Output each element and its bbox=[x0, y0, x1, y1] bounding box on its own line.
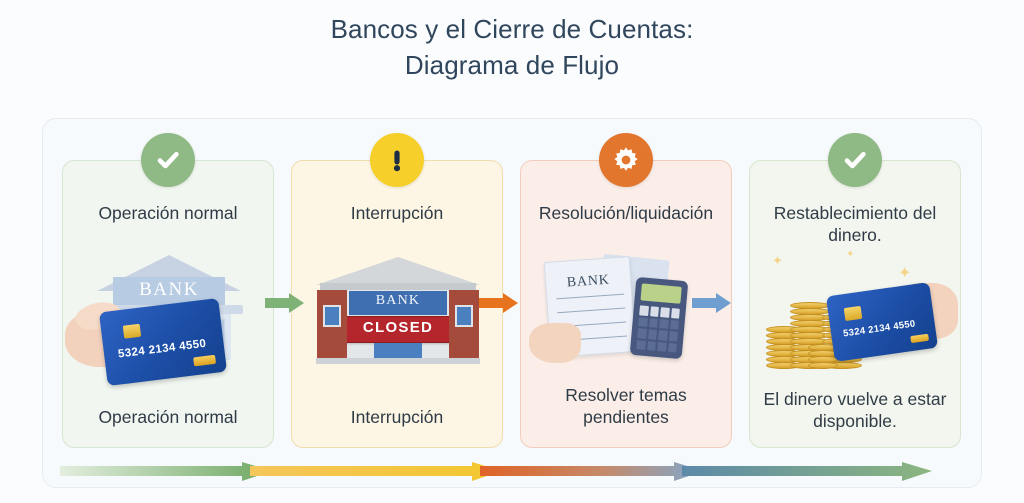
flow-step-4-heading: Restablecimiento del dinero. bbox=[773, 203, 937, 245]
progress-arrow-1 bbox=[60, 462, 272, 481]
page-title-line-1: Bancos y el Cierre de Cuentas: bbox=[330, 14, 694, 44]
card-chip-icon bbox=[122, 323, 142, 339]
sparkle-icon: ✦ bbox=[846, 249, 855, 260]
arrow-step2-to-step3 bbox=[479, 292, 519, 314]
bank-building-label: BANK bbox=[139, 279, 199, 300]
page-title-line-2: Diagrama de Flujo bbox=[404, 49, 620, 80]
flow-step-1-heading: Operación normal bbox=[98, 203, 238, 223]
card-stripe-icon bbox=[910, 333, 930, 344]
arrow-step3-to-step4 bbox=[692, 292, 732, 314]
progress-arrow-bar bbox=[60, 462, 960, 486]
bank-closed-icon: BANK CLOSED bbox=[316, 253, 480, 371]
check-icon bbox=[828, 133, 882, 187]
calculator-icon bbox=[629, 276, 689, 360]
hand-icon bbox=[529, 323, 581, 363]
card-stripe-icon bbox=[193, 354, 217, 367]
document-label: BANK bbox=[566, 272, 611, 291]
flow-steps-row: Operación normal BANK 5324 2134 4550 Ope… bbox=[62, 133, 962, 448]
arrow-step1-to-step2 bbox=[265, 292, 305, 314]
page-title: Bancos y el Cierre de Cuentas: Diagrama … bbox=[0, 12, 1024, 84]
flow-step-2-heading: Interrupción bbox=[350, 203, 444, 223]
flow-step-1[interactable]: Operación normal BANK 5324 2134 4550 Ope… bbox=[62, 133, 274, 448]
progress-arrow-3 bbox=[480, 462, 704, 481]
flow-step-1-artwork: BANK 5324 2134 4550 bbox=[63, 249, 273, 389]
sparkle-icon: ✦ bbox=[898, 265, 912, 282]
card-number: 5324 2134 4550 bbox=[842, 318, 917, 340]
flow-step-2[interactable]: Interrupción BANK CLOSED Interrupción bbox=[291, 133, 503, 448]
gear-icon bbox=[599, 133, 653, 187]
flow-step-4-caption: El dinero vuelve a estar disponible. bbox=[763, 388, 947, 432]
exclamation-icon bbox=[370, 133, 424, 187]
flow-step-4-artwork: ✦ ✦ ✦ 5324 2134 4550 bbox=[750, 249, 960, 389]
closed-banner-label: CLOSED bbox=[362, 319, 434, 336]
flow-step-2-caption: Interrupción bbox=[350, 407, 444, 428]
flow-step-4[interactable]: Restablecimiento del dinero. ✦ ✦ ✦ 5324 … bbox=[749, 133, 961, 448]
bank-closed-label: BANK bbox=[375, 293, 421, 308]
progress-arrow-2 bbox=[250, 462, 502, 481]
flow-step-3-caption: Resolver temas pendientes bbox=[565, 384, 687, 428]
flow-step-3-heading: Resolución/liquidación bbox=[538, 203, 714, 223]
flow-step-3-artwork: BANK bbox=[521, 249, 731, 389]
check-icon bbox=[141, 133, 195, 187]
progress-arrow-4 bbox=[682, 462, 932, 481]
card-chip-icon bbox=[843, 305, 863, 322]
sparkle-icon: ✦ bbox=[772, 253, 783, 268]
credit-card-icon: 5324 2134 4550 bbox=[825, 282, 939, 362]
flow-step-1-caption: Operación normal bbox=[98, 407, 238, 428]
credit-card-icon: 5324 2134 4550 bbox=[98, 297, 228, 387]
flow-step-2-artwork: BANK CLOSED bbox=[292, 249, 502, 389]
